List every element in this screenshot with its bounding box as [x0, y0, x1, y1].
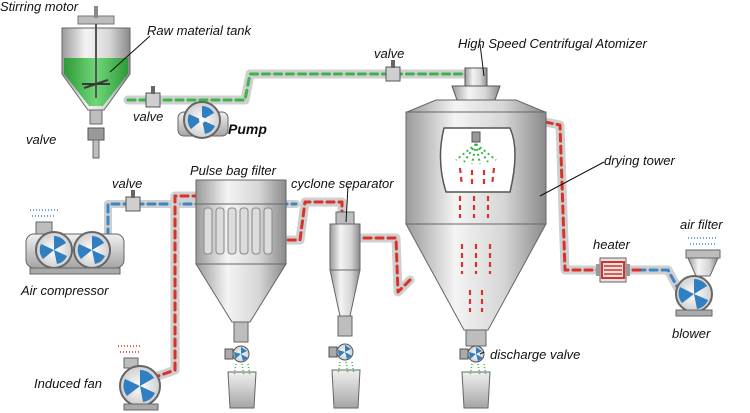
label-valve-tank: valve: [26, 132, 56, 147]
hot-air-flow-marks: [458, 167, 496, 312]
air-filter[interactable]: [685, 237, 721, 277]
label-air-compressor: Air compressor: [20, 283, 109, 298]
compressor-line-valve[interactable]: [125, 190, 141, 212]
feed-pump[interactable]: [177, 101, 229, 139]
label-air-filter: air filter: [680, 217, 723, 232]
label-atomizer: High Speed Centrifugal Atomizer: [458, 36, 648, 51]
label-pump: Pump: [228, 121, 267, 137]
tower-discharge-valve[interactable]: [459, 345, 485, 363]
drying-tower: [405, 99, 547, 347]
pump-impeller-icon: [187, 106, 215, 134]
label-pulse-bag-filter: Pulse bag filter: [190, 163, 277, 178]
raw-material-tank: [61, 6, 131, 159]
exhaust-pipe: [153, 191, 205, 381]
pulse-bag-filter: [195, 179, 287, 343]
tower-to-cyclone-pipe: [347, 233, 415, 297]
blower[interactable]: [675, 275, 713, 317]
induced-fan[interactable]: [118, 345, 161, 411]
air-heater[interactable]: [596, 257, 630, 283]
air-compressor[interactable]: [25, 209, 125, 275]
blower-fan-icon: [678, 278, 708, 309]
leader-lines: [109, 35, 605, 355]
filter-collection-bin: [227, 363, 257, 409]
induced-fan-icon: [123, 369, 155, 402]
feed-pipe: [123, 69, 477, 105]
label-valve-compressor: valve: [112, 176, 142, 191]
labels: Stirring motor Raw material tank valve H…: [0, 0, 723, 391]
tower-collection-bin: [461, 363, 491, 409]
label-raw-material-tank: Raw material tank: [147, 23, 253, 38]
cyclone-to-filter-pipe: [277, 197, 347, 245]
compressor-fan-icon: [39, 236, 105, 264]
filter-bags: [203, 207, 273, 255]
label-valve-pump: valve: [133, 109, 163, 124]
tank-outlet-valve[interactable]: [145, 86, 161, 108]
cyclone-discharge-valve[interactable]: [328, 343, 354, 361]
centrifugal-atomizer[interactable]: [451, 67, 501, 101]
cyclone-separator: [329, 211, 361, 337]
label-cyclone-separator: cyclone separator: [291, 176, 394, 191]
label-heater: heater: [593, 237, 631, 252]
label-induced-fan: Induced fan: [34, 376, 102, 391]
filter-discharge-valve[interactable]: [224, 345, 250, 363]
label-valve-top: valve: [374, 46, 404, 61]
label-stirring-motor: Stirring motor: [0, 0, 79, 14]
cyclone-collection-bin: [331, 361, 361, 409]
tower-viewing-window: [439, 127, 516, 193]
label-drying-tower: drying tower: [604, 153, 675, 168]
feed-line-valve[interactable]: [385, 60, 401, 82]
label-discharge-valve: discharge valve: [490, 347, 580, 362]
label-blower: blower: [672, 326, 711, 341]
spray-pattern: [455, 143, 497, 165]
